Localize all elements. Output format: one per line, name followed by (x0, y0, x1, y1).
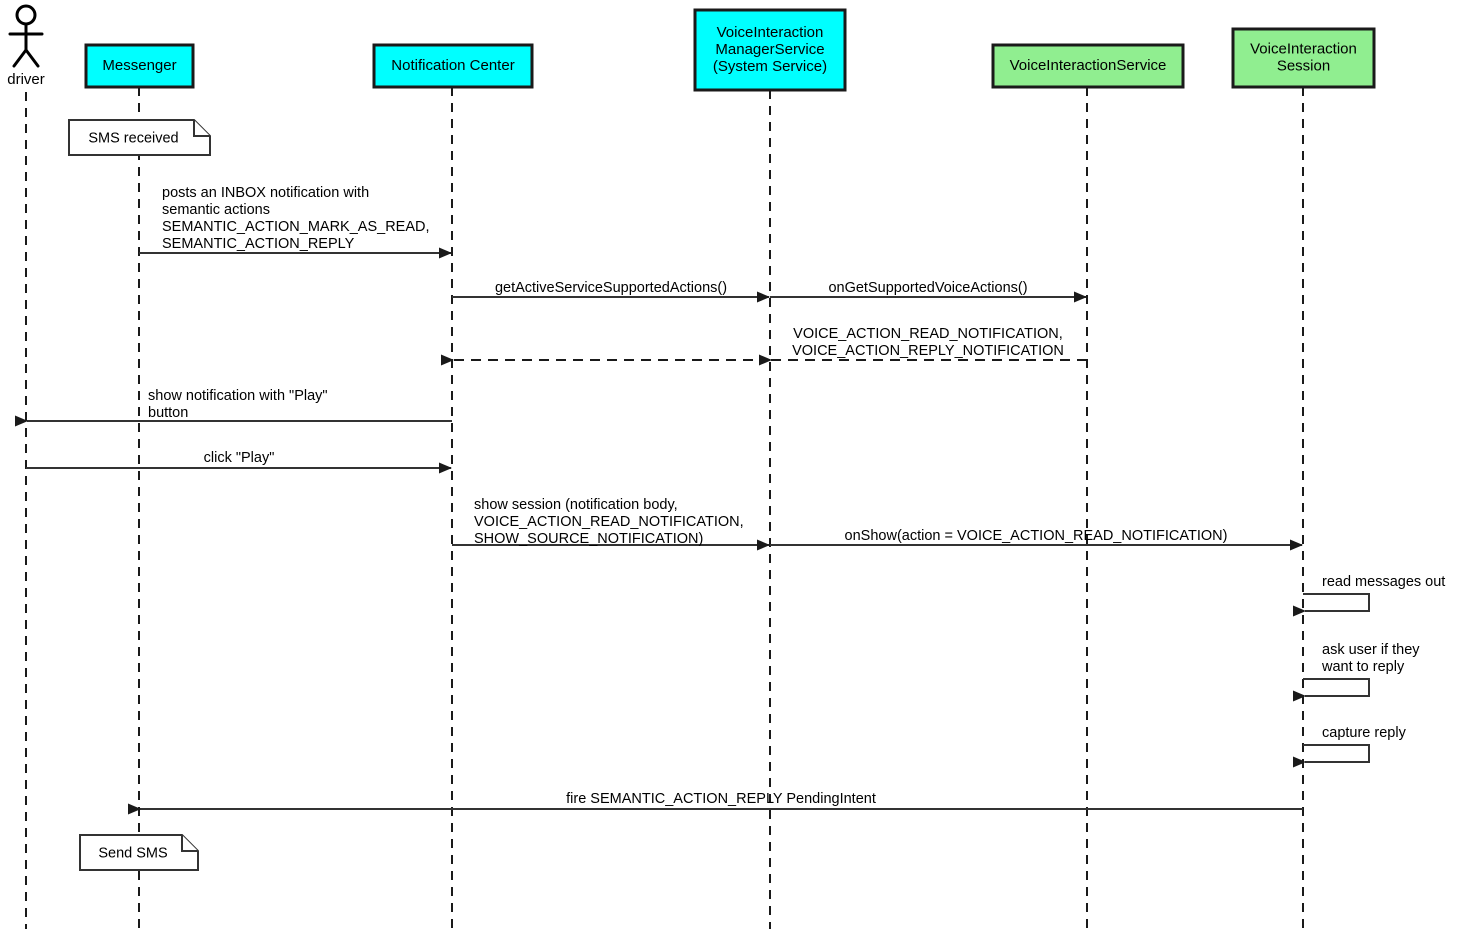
note-note-send-sms: Send SMS (79, 834, 199, 871)
message-label-line: click "Play" (204, 450, 275, 466)
lifelines-layer (25, 87, 1304, 929)
message-label-line: posts an INBOX notification with (162, 185, 369, 201)
participant-label-line: VoiceInteractionService (1010, 57, 1167, 74)
message-label-line: VOICE_ACTION_REPLY_NOTIFICATION (792, 343, 1064, 359)
participant-label-line: (System Service) (713, 58, 827, 75)
note-label: SMS received (88, 131, 178, 147)
actor-label: driver (7, 71, 45, 88)
actor-driver: driver (7, 4, 45, 88)
participant-box[interactable] (693, 8, 847, 92)
message-label-line: onShow(action = VOICE_ACTION_READ_NOTIFI… (845, 528, 1228, 544)
message-label-line: VOICE_ACTION_READ_NOTIFICATION, (474, 514, 744, 530)
participants-layer: Messenger Notification Center VoiceInterac… (84, 8, 1376, 92)
message-msg-post-inbox-notification[interactable]: posts an INBOX notification withsemantic… (139, 185, 452, 259)
message-msg-on-show[interactable]: onShow(action = VOICE_ACTION_READ_NOTIFI… (770, 528, 1303, 551)
note-label: Send SMS (98, 846, 167, 862)
messages-layer: posts an INBOX notification withsemantic… (14, 185, 1303, 815)
note-body (79, 834, 199, 871)
participant-label-line: Messenger (102, 57, 176, 74)
self-message-label-line: capture reply (1322, 725, 1407, 741)
participant-box[interactable] (991, 43, 1185, 89)
message-msg-on-get-supported-voice-actions[interactable]: onGetSupportedVoiceActions() (770, 280, 1087, 303)
message-msg-show-session[interactable]: show session (notification body,VOICE_AC… (452, 497, 770, 551)
note-fold-corner (193, 120, 210, 137)
participant-label-line: Notification Center (391, 57, 514, 74)
actors-layer: driver (7, 4, 45, 88)
self-message-label-line: read messages out (1322, 574, 1445, 590)
participant-label-line: ManagerService (715, 41, 824, 58)
message-msg-return-voice-actions-to-manager[interactable]: VOICE_ACTION_READ_NOTIFICATION,VOICE_ACT… (759, 326, 1087, 366)
message-label-line: SEMANTIC_ACTION_MARK_AS_READ, (162, 219, 430, 235)
note-note-sms-received: SMS received (68, 119, 211, 156)
message-msg-get-active-service-supported-actions[interactable]: getActiveServiceSupportedActions() (452, 280, 770, 303)
message-label-line: SEMANTIC_ACTION_REPLY (162, 236, 355, 252)
message-label-line: getActiveServiceSupportedActions() (495, 280, 727, 296)
message-label-line: show session (notification body, (474, 497, 678, 513)
participant-label-line: VoiceInteraction (717, 24, 824, 41)
self-message-arrow (1293, 593, 1370, 617)
actor-leg-right-icon (24, 48, 40, 68)
message-label-line: show notification with "Play" (148, 388, 328, 404)
message-msg-show-notification-with-play-button[interactable]: show notification with "Play"button (14, 388, 452, 427)
message-label-line: semantic actions (162, 202, 270, 218)
message-label-line: button (148, 405, 188, 421)
participant-box[interactable] (84, 43, 195, 89)
participant-notification-center[interactable]: Notification Center (372, 43, 534, 89)
self-message-label-line: want to reply (1321, 659, 1405, 675)
message-msg-click-play[interactable]: click "Play" (26, 450, 452, 474)
note-fold-corner (181, 835, 198, 852)
self-message-self-read-messages-out[interactable]: read messages out (1293, 574, 1445, 617)
participant-label-line: VoiceInteraction (1250, 40, 1357, 57)
message-label-line: onGetSupportedVoiceActions() (828, 280, 1027, 296)
self-message-arrow (1293, 678, 1370, 702)
actor-head-icon (15, 4, 37, 26)
self-message-self-capture-reply[interactable]: capture reply (1293, 725, 1407, 768)
self-message-arrow (1293, 744, 1370, 768)
participant-label-line: Session (1277, 57, 1330, 74)
participant-voice-interaction-service[interactable]: VoiceInteractionService (991, 43, 1185, 89)
participant-messenger[interactable]: Messenger (84, 43, 195, 89)
participant-box[interactable] (372, 43, 534, 89)
participant-box[interactable] (1231, 27, 1376, 89)
message-label-line: fire SEMANTIC_ACTION_REPLY PendingIntent (566, 791, 876, 807)
self-message-label-line: ask user if they (1322, 642, 1420, 658)
actor-leg-left-icon (12, 48, 28, 68)
message-label-line: SHOW_SOURCE_NOTIFICATION) (474, 531, 703, 547)
message-msg-fire-semantic-action-reply-pending-intent[interactable]: fire SEMANTIC_ACTION_REPLY PendingIntent (128, 791, 1303, 815)
note-body (68, 119, 211, 156)
message-label-line: VOICE_ACTION_READ_NOTIFICATION, (793, 326, 1063, 342)
